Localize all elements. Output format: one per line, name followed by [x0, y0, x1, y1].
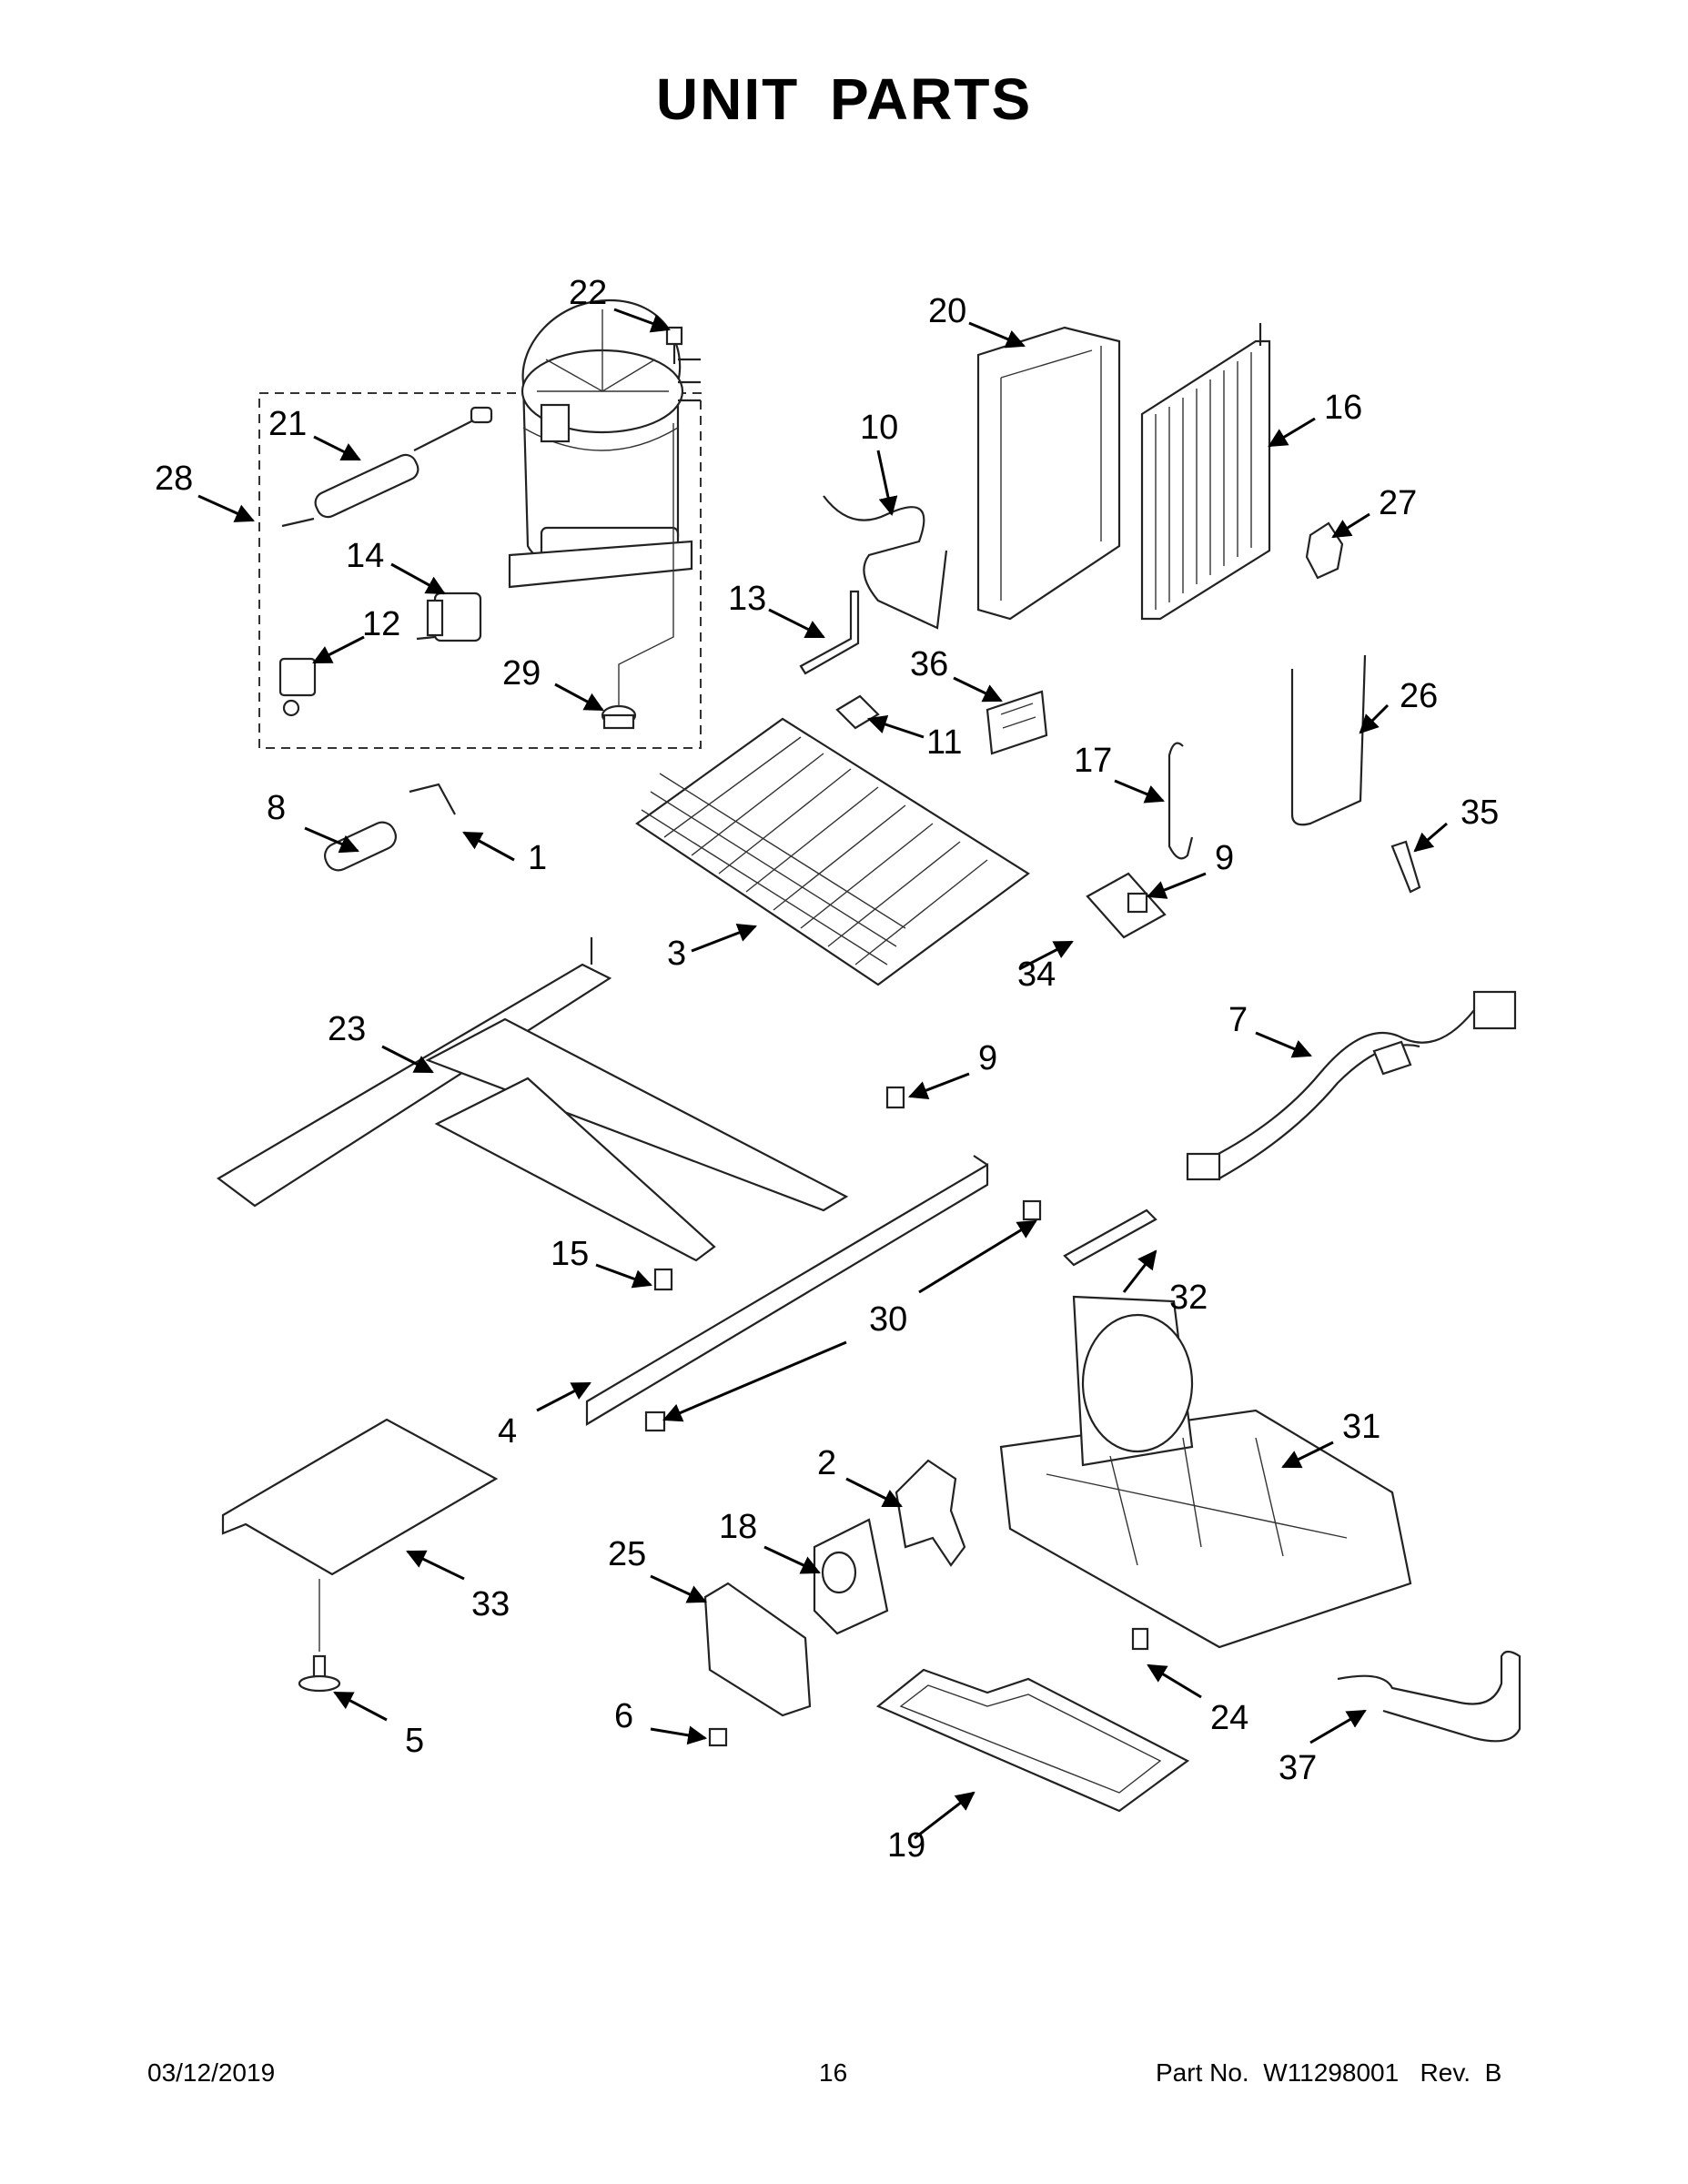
callout-26: 26 [1400, 677, 1438, 715]
callout-12: 12 [362, 605, 400, 643]
thermistor-26 [1290, 654, 1367, 826]
bracket-34 [1086, 872, 1167, 939]
callout-34: 34 [1017, 956, 1056, 994]
screw-22 [665, 326, 683, 364]
grommet [601, 423, 674, 730]
callout-8: 8 [267, 789, 286, 827]
callout-37: 37 [1279, 1749, 1317, 1787]
callout-24: 24 [1210, 1699, 1248, 1737]
callout-27: 27 [1379, 484, 1417, 522]
callout-7: 7 [1228, 1001, 1248, 1039]
fan-motor [813, 1518, 889, 1635]
callout-2: 2 [817, 1444, 836, 1482]
page-title: UNIT PARTS [655, 66, 1033, 132]
callout-15: 15 [551, 1235, 589, 1273]
leveling-foot [298, 1579, 341, 1693]
overload-protector [278, 657, 317, 717]
screw-9 [885, 1086, 905, 1109]
filter-drier [281, 406, 493, 528]
callout-10: 10 [860, 409, 898, 447]
evaporator [635, 717, 1030, 986]
callout-29: 29 [502, 654, 541, 693]
machine-compartment [999, 1295, 1412, 1649]
callout-1: 1 [528, 839, 547, 877]
compressor-group-box [258, 392, 702, 749]
tube-37 [1337, 1650, 1521, 1743]
cable-tie [1063, 1208, 1157, 1267]
callout-23: 23 [328, 1010, 366, 1048]
drain-pan [875, 1668, 1190, 1813]
rail-4 [585, 1155, 989, 1426]
clip-1 [409, 783, 456, 815]
callout-18: 18 [719, 1508, 757, 1546]
start-relay [416, 592, 482, 642]
callout-35: 35 [1461, 794, 1499, 832]
tube-13 [799, 590, 860, 675]
callout-33: 33 [471, 1585, 510, 1623]
clip-11 [835, 694, 880, 730]
callout-9b: 9 [978, 1039, 997, 1077]
motor-bracket [703, 1582, 812, 1717]
callout-16: 16 [1324, 389, 1362, 427]
fan-shroud [976, 326, 1121, 621]
clip-27 [1305, 521, 1344, 580]
callout-labels: 22 21 28 14 12 29 20 10 16 27 13 36 11 2… [155, 274, 1499, 1865]
screw-30a [1022, 1199, 1042, 1221]
footer-part-number: Part No. W11298001 Rev. B [1156, 2058, 1502, 2087]
footer-page-number: 16 [819, 2058, 848, 2087]
screw-30b [644, 1410, 666, 1432]
callout-19: 19 [887, 1826, 925, 1865]
control-board [986, 690, 1048, 755]
callout-13: 13 [728, 580, 766, 618]
bracket-17 [1167, 742, 1194, 860]
callout-30: 30 [869, 1300, 907, 1339]
screw-6 [708, 1727, 728, 1747]
footer-date: 03/12/2019 [147, 2058, 276, 2087]
mounting-plate [221, 1418, 499, 1576]
base-frame [217, 937, 849, 1262]
callout-20: 20 [928, 292, 966, 330]
condenser-tube [823, 495, 948, 630]
wire-harness [1186, 990, 1517, 1181]
callout-6: 6 [614, 1697, 633, 1735]
callout-36: 36 [910, 645, 948, 683]
callout-25: 25 [608, 1535, 646, 1573]
callout-28: 28 [155, 460, 193, 498]
callout-17: 17 [1074, 742, 1112, 780]
callout-3: 3 [667, 935, 686, 973]
callout-11: 11 [926, 723, 962, 762]
clip-35 [1390, 840, 1421, 894]
foam-tube-8 [324, 821, 397, 872]
callout-32: 32 [1169, 1279, 1208, 1317]
callout-4: 4 [498, 1412, 517, 1451]
compressor [508, 298, 701, 589]
screw-15 [653, 1268, 673, 1291]
screw-24 [1131, 1627, 1149, 1651]
callout-31: 31 [1342, 1408, 1380, 1446]
callout-9a: 9 [1215, 839, 1234, 877]
callout-5: 5 [405, 1722, 424, 1760]
leader-arrows [197, 308, 1448, 1840]
callout-21: 21 [268, 405, 307, 443]
condenser-coil [1140, 323, 1271, 621]
callout-14: 14 [346, 537, 384, 575]
callout-22: 22 [569, 274, 607, 312]
fan-blade [895, 1459, 966, 1567]
